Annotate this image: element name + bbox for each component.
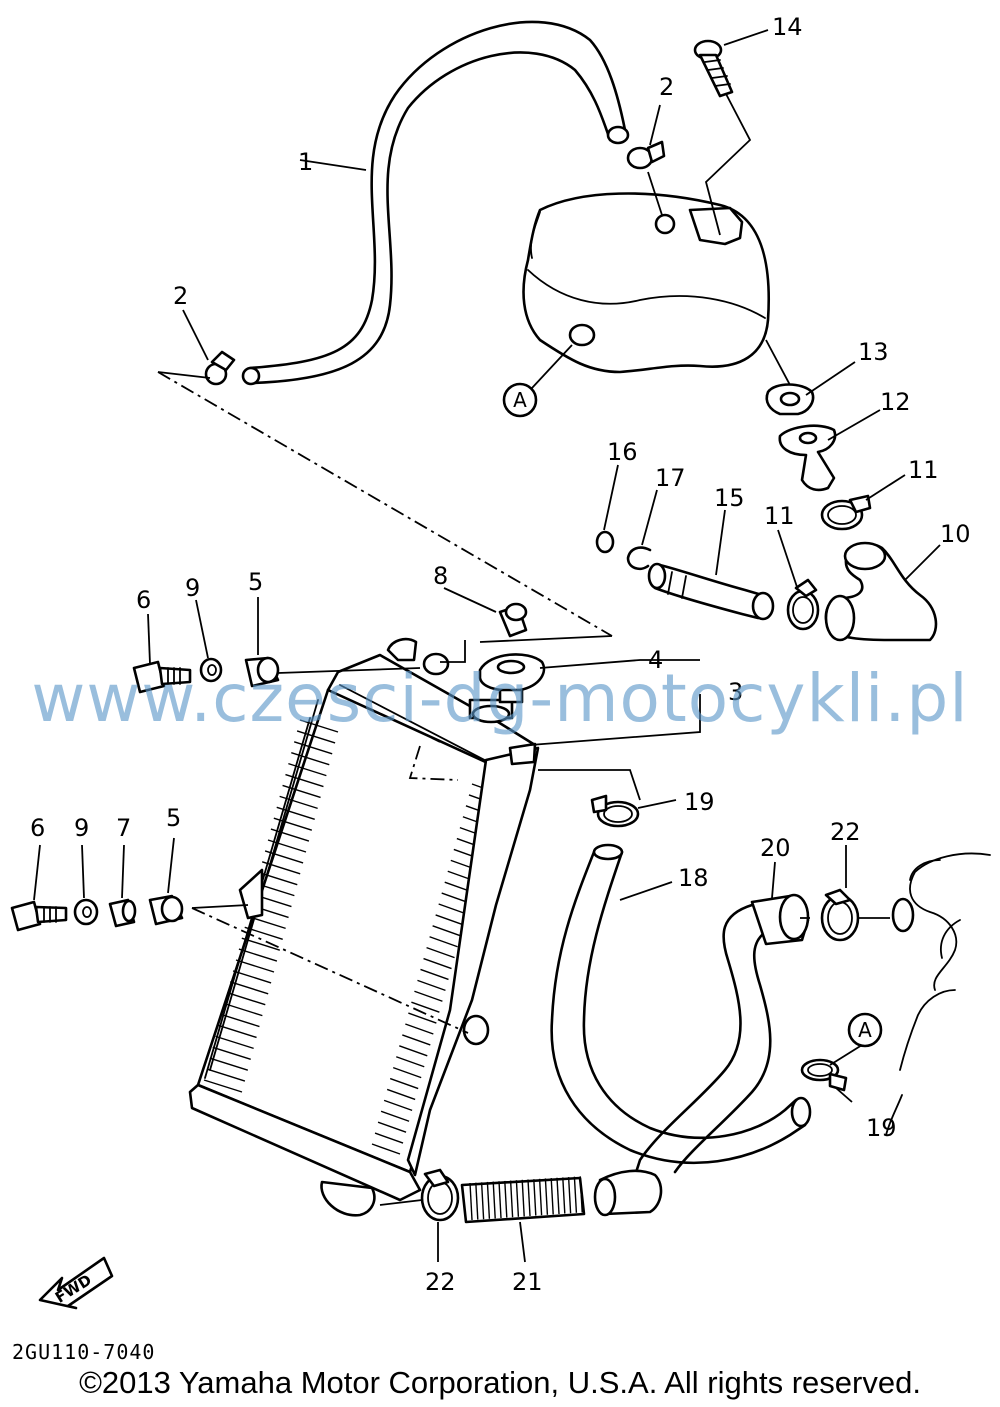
fwd-arrow: FWD: [38, 1256, 114, 1310]
callout-6-lower: 6: [30, 814, 45, 842]
bracket-12: [778, 424, 837, 492]
circlip-17: [626, 546, 652, 571]
collar-8: [498, 602, 528, 638]
callout-4: 4: [648, 646, 663, 674]
hose-1: [241, 20, 630, 386]
clamp-22-right: [820, 888, 860, 942]
callout-20: 20: [760, 834, 791, 862]
copyright-notice: ©2013 Yamaha Motor Corporation, U.S.A. A…: [79, 1365, 921, 1400]
clamp-2-upper: [626, 140, 666, 170]
connector-a-tank-label: A: [513, 388, 527, 412]
reservoir-tank: [522, 192, 770, 374]
callout-21: 21: [512, 1268, 543, 1296]
callout-17: 17: [655, 464, 686, 492]
callout-numbers: 1 2 2 3 4 5 5 6 6 7 8 9 9 10 11 11 12 13…: [30, 13, 971, 1296]
callout-11-right: 11: [908, 456, 939, 484]
connector-a-tank: [502, 382, 538, 418]
washer-9-upper: [199, 657, 223, 683]
callout-18: 18: [678, 864, 709, 892]
drawing-code: 2GU110-7040: [12, 1340, 156, 1364]
grommet-5-lower: [148, 894, 184, 926]
callout-1: 1: [298, 148, 313, 176]
callout-5-lower: 5: [166, 804, 181, 832]
clamp-19-lower: [800, 1058, 848, 1092]
o-ring-16: [595, 530, 615, 554]
callout-13: 13: [858, 338, 889, 366]
connector-a-hose-label: A: [858, 1018, 872, 1042]
washer-9-lower: [73, 898, 99, 926]
callout-3: 3: [728, 678, 743, 706]
callout-6-upper: 6: [136, 586, 151, 614]
hose-18: [550, 843, 812, 1165]
callout-19-lower: 19: [866, 1114, 897, 1142]
callout-14: 14: [772, 13, 803, 41]
bolt-14: [693, 39, 734, 98]
clamp-19-upper: [590, 794, 640, 828]
callout-12: 12: [880, 388, 911, 416]
radiator-cap-4: [478, 653, 546, 704]
connector-a-hose: [847, 1012, 883, 1048]
clamp-2-left: [204, 350, 236, 386]
clamp-11-left: [786, 578, 820, 631]
gasket-13: [765, 383, 815, 416]
callout-19-upper: 19: [684, 788, 715, 816]
grommet-5-upper: [244, 656, 280, 688]
callout-22-lower: 22: [425, 1268, 456, 1296]
callout-5-upper: 5: [248, 568, 263, 596]
callout-8: 8: [433, 562, 448, 590]
pipe-15: [647, 562, 775, 621]
hose-bottom-fitting: [593, 1169, 663, 1217]
callout-22-right: 22: [830, 818, 861, 846]
callout-2-upper: 2: [659, 73, 674, 101]
engine-outline: [885, 852, 991, 1136]
callout-9-lower: 9: [74, 814, 89, 842]
collar-7: [108, 898, 137, 928]
clamp-22-lower: [420, 1168, 460, 1222]
hose-20: [630, 893, 810, 1187]
callout-16: 16: [607, 438, 638, 466]
clamp-11-right: [820, 494, 872, 531]
hose-21: [460, 1176, 586, 1224]
callout-2-left: 2: [173, 282, 188, 310]
callout-11-left: 11: [764, 502, 795, 530]
callout-15: 15: [714, 484, 745, 512]
hose-10: [824, 541, 938, 642]
callout-9-upper: 9: [185, 574, 200, 602]
bolt-6-lower: [10, 900, 68, 932]
radiator-3: [188, 637, 540, 1217]
callout-10: 10: [940, 520, 971, 548]
callout-7: 7: [116, 814, 131, 842]
watermark-text: www.czesci-dg-motocykli.pl: [31, 660, 969, 737]
